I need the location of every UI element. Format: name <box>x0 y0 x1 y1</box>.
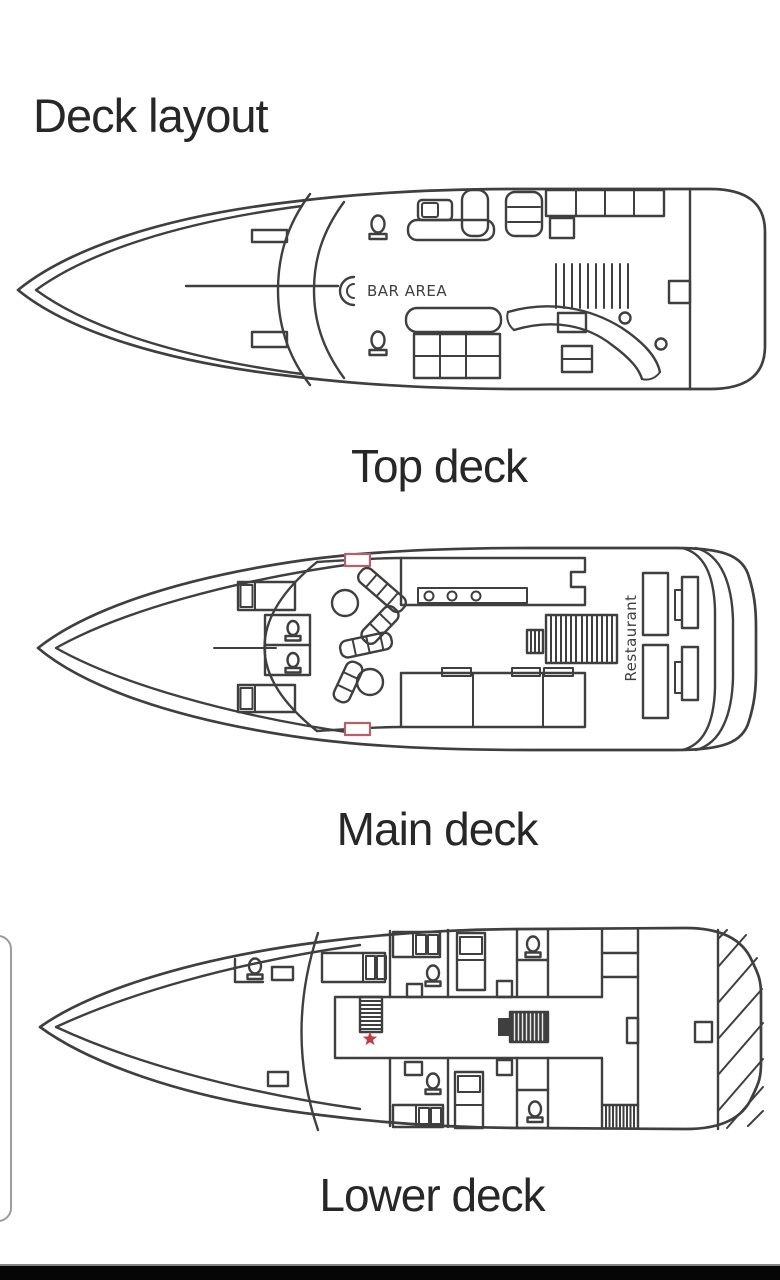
stern-diagonal-hatch <box>717 929 764 1129</box>
door-marker <box>343 552 372 568</box>
stern-inner-wall <box>680 546 717 752</box>
stairs-hatch <box>525 613 619 665</box>
side-step <box>250 228 289 244</box>
toilet-icon <box>424 1072 442 1096</box>
stairs-hatch <box>358 995 384 1034</box>
sun-loungers <box>399 667 587 729</box>
deck-hatch-lines <box>555 263 629 309</box>
restaurant-label: Restaurant <box>622 594 640 681</box>
cabin-door <box>405 982 424 999</box>
stern-inner-wall <box>694 546 735 752</box>
cabin-bed <box>391 930 442 959</box>
system-bottom-bar <box>0 1264 780 1280</box>
toilet-icon <box>368 214 388 241</box>
main-deck-hull <box>36 546 758 752</box>
fore-cabin-bed <box>236 683 297 714</box>
toilet-icon <box>524 935 542 959</box>
cabin-door <box>495 979 514 999</box>
cabin-door <box>403 1060 424 1077</box>
page-title: Deck layout <box>33 89 269 142</box>
side-step <box>250 330 289 349</box>
bar-counter <box>338 275 356 307</box>
cabin-bed <box>455 931 487 992</box>
main-deck-caption: Main deck <box>336 803 539 855</box>
cabin-walls <box>300 927 720 1132</box>
stern-locker <box>693 1020 714 1044</box>
door-marker <box>343 721 372 737</box>
lower-lounge-seating <box>404 305 668 381</box>
lower-deck-caption: Lower deck <box>319 1169 545 1221</box>
page-edge-frame <box>0 935 12 1222</box>
bow-toilet-area <box>233 957 295 1088</box>
restaurant-tables <box>641 571 700 720</box>
top-deck-drawing: BAR AREA <box>16 187 767 391</box>
cabin-bed <box>320 951 387 984</box>
galley-counter <box>399 556 587 607</box>
cabin-bed <box>391 1103 445 1129</box>
top-deck-caption: Top deck <box>350 440 528 492</box>
stairs-hatch <box>601 1103 640 1128</box>
stern-locker <box>667 279 692 305</box>
cabin-bed <box>453 1070 485 1130</box>
toilet-icon <box>368 330 388 357</box>
toilet-icon <box>246 957 264 981</box>
bar-area-label: BAR AREA <box>367 282 447 300</box>
toilet-icon <box>424 964 442 988</box>
engine-block <box>498 1010 550 1044</box>
top-deck-windshield <box>276 192 346 387</box>
lower-deck-hull <box>38 926 763 1131</box>
fore-cabin-bed <box>236 580 297 612</box>
corridor-locker <box>625 1016 640 1045</box>
toilet-icon <box>284 651 302 674</box>
toilet-icon <box>526 1100 544 1124</box>
toilet-icon <box>284 619 302 642</box>
dining-table-lower <box>332 631 394 704</box>
cabin-door <box>495 1058 514 1077</box>
upper-lounge-seating <box>406 188 666 242</box>
lower-deck-drawing <box>38 926 764 1132</box>
wc-rooms <box>263 613 312 677</box>
red-star-icon <box>362 1031 378 1046</box>
main-deck-drawing: Restaurant <box>36 546 758 752</box>
top-deck-hull <box>16 187 767 391</box>
